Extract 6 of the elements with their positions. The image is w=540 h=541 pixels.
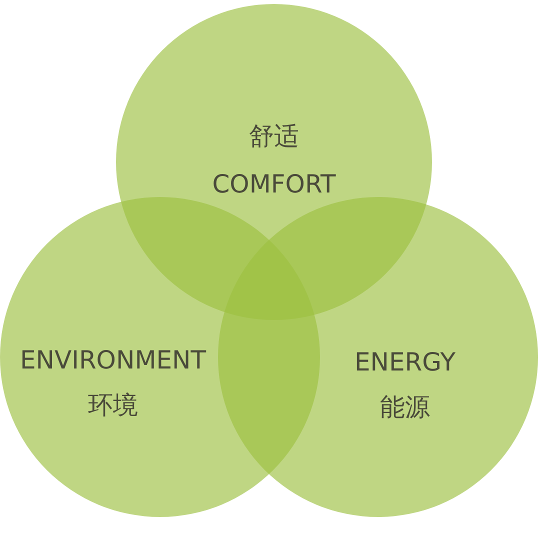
circle-label: ENVIRONMENT (20, 348, 206, 372)
circle-label: 能源 (380, 394, 430, 420)
circle-label: 环境 (88, 392, 138, 418)
circle-label: 舒适 (249, 124, 299, 148)
circle-label: ENERGY (354, 350, 456, 374)
circle-label: COMFORT (212, 172, 336, 196)
